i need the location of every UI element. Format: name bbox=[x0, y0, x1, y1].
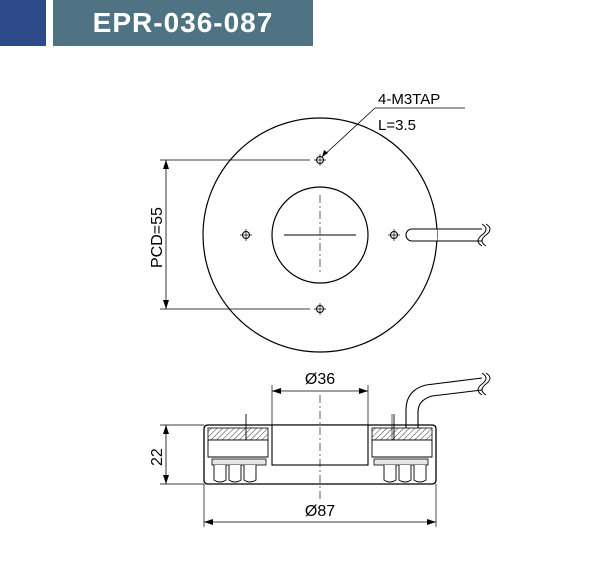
outer-diameter-dimension bbox=[203, 484, 437, 527]
outer-diameter-label: Ø87 bbox=[305, 503, 335, 520]
tap-hole-top bbox=[314, 154, 326, 166]
top-view: 4-M3TAP L=3.5 PCD=55 bbox=[149, 91, 491, 353]
led-row-left bbox=[211, 458, 267, 483]
pcd-label: PCD=55 bbox=[149, 207, 166, 268]
height-dimension bbox=[160, 424, 204, 485]
tap-length-label: L=3.5 bbox=[378, 117, 416, 134]
led-row-right bbox=[373, 458, 429, 483]
cable-top-view bbox=[405, 223, 491, 247]
pcd-dimension bbox=[160, 159, 310, 310]
tap-leader bbox=[321, 107, 465, 158]
left-housing-hatch bbox=[207, 427, 269, 441]
inner-aperture-outline bbox=[271, 186, 369, 284]
height-label: 22 bbox=[149, 448, 166, 466]
cable-side-view bbox=[405, 372, 491, 428]
header-title-box: EPR-036-087 bbox=[53, 0, 313, 46]
inner-diameter-label: Ø36 bbox=[305, 371, 335, 388]
tap-label: 4-M3TAP bbox=[378, 91, 440, 108]
right-housing-hatch bbox=[371, 427, 433, 441]
page-title: EPR-036-087 bbox=[92, 7, 274, 38]
tap-hole-left bbox=[240, 229, 252, 241]
header-accent-block bbox=[0, 0, 46, 46]
tap-hole-bottom bbox=[314, 303, 326, 315]
side-view: Ø36 Ø87 22 bbox=[149, 371, 491, 527]
inner-diameter-dimension bbox=[271, 385, 369, 425]
tap-hole-right bbox=[388, 229, 400, 241]
